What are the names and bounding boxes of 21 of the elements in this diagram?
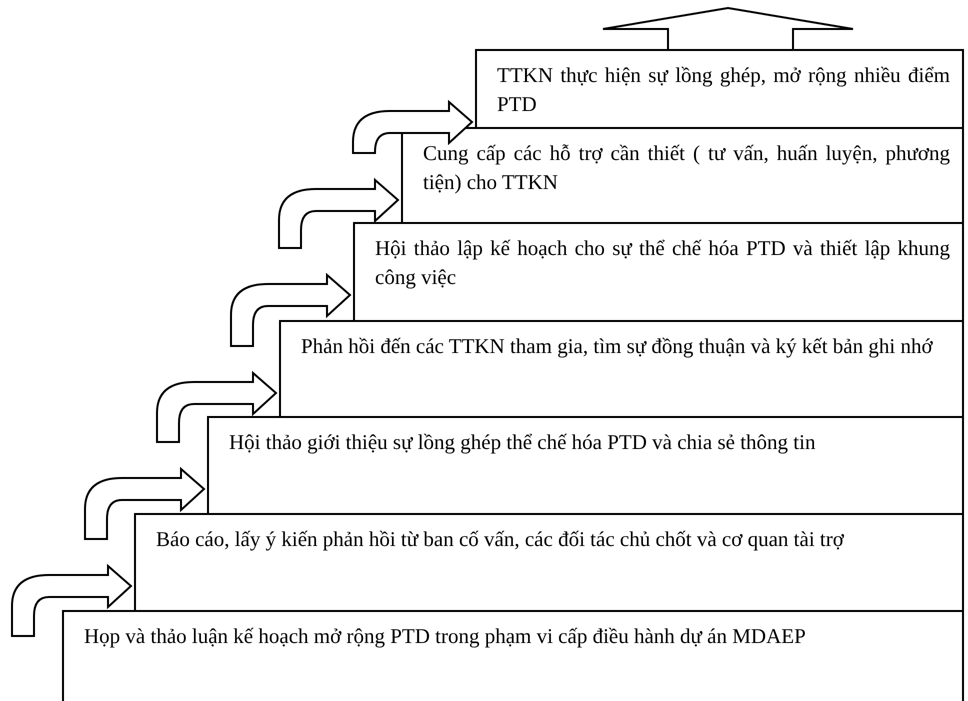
bent-arrow xyxy=(278,179,399,249)
step-box xyxy=(207,416,964,515)
step-text: Báo cáo, lấy ý kiến phản hồi từ ban cố vấn, các đối tác chủ chốt và cơ quan tài trợ xyxy=(155,526,845,553)
step-box xyxy=(134,513,964,612)
step-box xyxy=(353,222,964,322)
step-text: Phản hồi đến các TTKN tham gia, tìm sự đồng thuận và ký kết bản ghi nhớ xyxy=(300,333,934,360)
step-text: Hội thảo giới thiệu sự lồng ghép thể chế hóa PTD và chia sẻ thông tin xyxy=(228,429,816,456)
bent-arrow xyxy=(352,101,473,154)
step-text: TTKN thực hiện sự lồng ghép, mở rộng nhiều điểm PTD xyxy=(496,62,951,118)
step-text: Cung cấp các hỗ trợ cần thiết ( tư vấn, huấn luyện, phương tiện) cho TTKN xyxy=(422,140,951,196)
bent-arrow xyxy=(156,372,277,443)
up-arrow xyxy=(602,6,854,50)
bent-arrow xyxy=(84,468,205,540)
bent-arrow xyxy=(11,565,132,637)
step-box xyxy=(62,610,964,701)
step-box xyxy=(279,320,964,418)
step-text: Hội thảo lập kế hoạch cho sự thể chế hóa PTD và thiết lập khung công việc xyxy=(374,235,951,292)
step-text: Họp và thảo luận kế hoạch mở rộng PTD trong phạm vi cấp điều hành dự án MDAEP xyxy=(83,623,807,650)
bent-arrow xyxy=(230,274,351,347)
step-box xyxy=(401,127,964,224)
step-box xyxy=(475,49,964,129)
